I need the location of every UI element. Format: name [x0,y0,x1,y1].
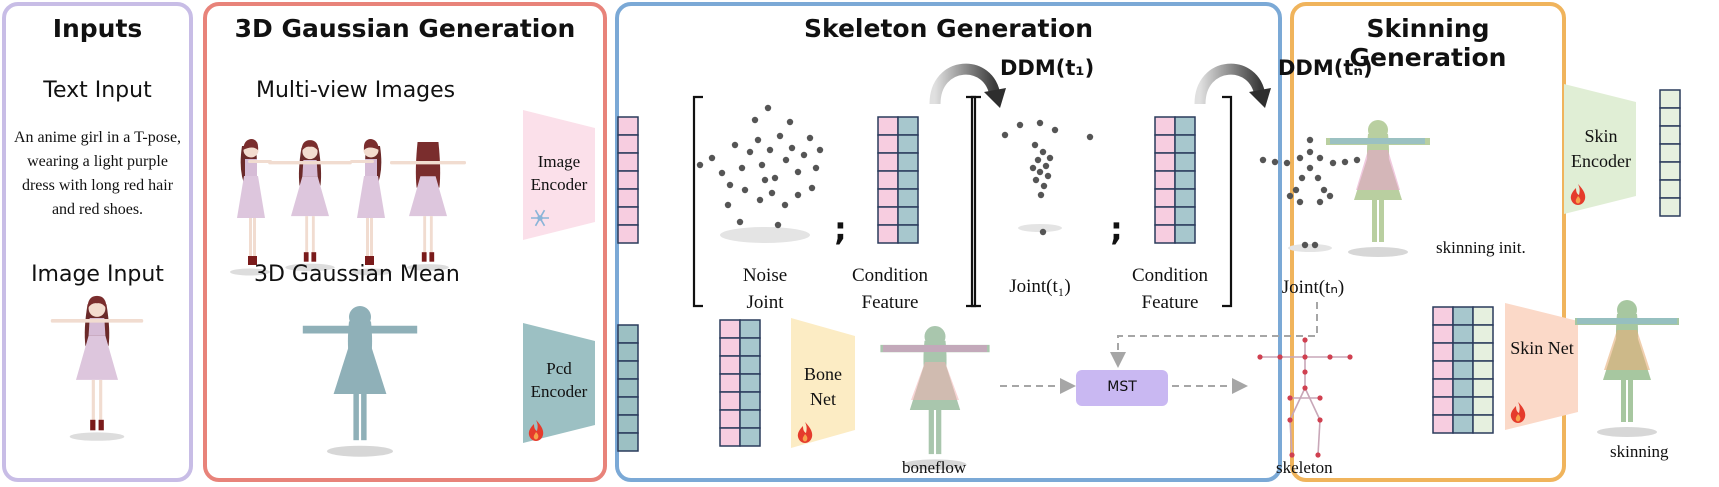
skeleton-title: Skeleton Generation [804,14,1093,43]
multiview-images [230,139,466,276]
skin-encoder-block [1564,84,1636,214]
skin-net-label: Skin Net [1510,338,1574,358]
snowflake-icon [531,209,549,227]
condition-feature-label-1: Condition Feature [851,265,928,313]
ddm-arrow-n [1194,63,1266,105]
skinning-label: skinning [1610,442,1669,461]
joint-t1-scatter [1001,119,1094,236]
condition-feature-2 [1154,116,1196,244]
text-prompt: An anime girl in a T-pose, wearing a lig… [13,129,182,218]
skin-feature-column [1659,89,1681,217]
image-input-figure [50,295,144,441]
mst-box [1076,370,1168,406]
mst-label: MST [1107,379,1137,395]
joint-t1-label: Joint(t₁) [1009,276,1071,297]
ddm-t1-label: DDM(t₁) [1000,56,1095,80]
noise-joint-label: Noise Joint [742,265,788,313]
gaussian-panel: 3D Gaussian Generation [203,2,607,482]
skin-encoder-label: Skin Encoder [1571,126,1631,171]
image-input-label: Image Input [31,262,164,287]
condition-feature-label-2: Condition Feature [1131,265,1208,313]
joint-tn-label: Joint(tₙ) [1281,277,1345,298]
image-encoder-label: Image Encoder [530,152,588,194]
skinning-init-label: skinning init. [1436,238,1526,257]
boneflow-tint [883,345,987,400]
skinning-init-color-noise [1330,138,1425,190]
joint-tn-scatter [1259,136,1361,252]
pcd-feature-column [617,324,639,452]
multiview-label: Multi-view Images [256,78,456,103]
skinning-color-noise [1577,318,1677,370]
gaussian-mean-figure [302,306,418,457]
inputs-panel: Inputs [2,2,193,482]
bone-net-label: Bone Net [804,364,842,409]
skinning-title: Skinning Generation [1349,14,1507,72]
pcd-encoder-block [523,323,595,443]
skinning-panel: Skinning Generation [1290,2,1566,482]
skin-net-input-feature [1432,306,1494,434]
skeleton-panel: Skeleton Generation [615,2,1282,482]
arrow-joint-to-mst [1110,302,1318,368]
bone-net-block [791,318,855,448]
semicolon-2: ; [1110,210,1123,248]
condition-feature-1 [877,116,919,244]
text-input-label: Text Input [43,78,152,103]
ddm-arrow-1 [929,63,1001,105]
gaussian-mean-label: 3D Gaussian Mean [254,262,460,287]
bone-net-input-feature [719,319,761,447]
image-encoder-block [523,110,595,240]
bracket-group-1 [692,95,977,308]
pcd-encoder-label: Pcd Encoder [530,359,588,401]
skin-net-block [1505,303,1578,430]
semicolon-1: ; [834,210,847,248]
boneflow-label: boneflow [902,458,967,477]
noise-joint-scatter [696,104,824,243]
skeleton-label: skeleton [1276,458,1333,477]
bracket-group-2 [970,95,1233,308]
gaussian-title: 3D Gaussian Generation [234,14,576,43]
ddm-tn-label: DDM(tₙ) [1278,56,1373,80]
skeleton-joints [1257,337,1353,458]
image-feature-column [617,116,639,244]
inputs-title: Inputs [52,14,143,43]
